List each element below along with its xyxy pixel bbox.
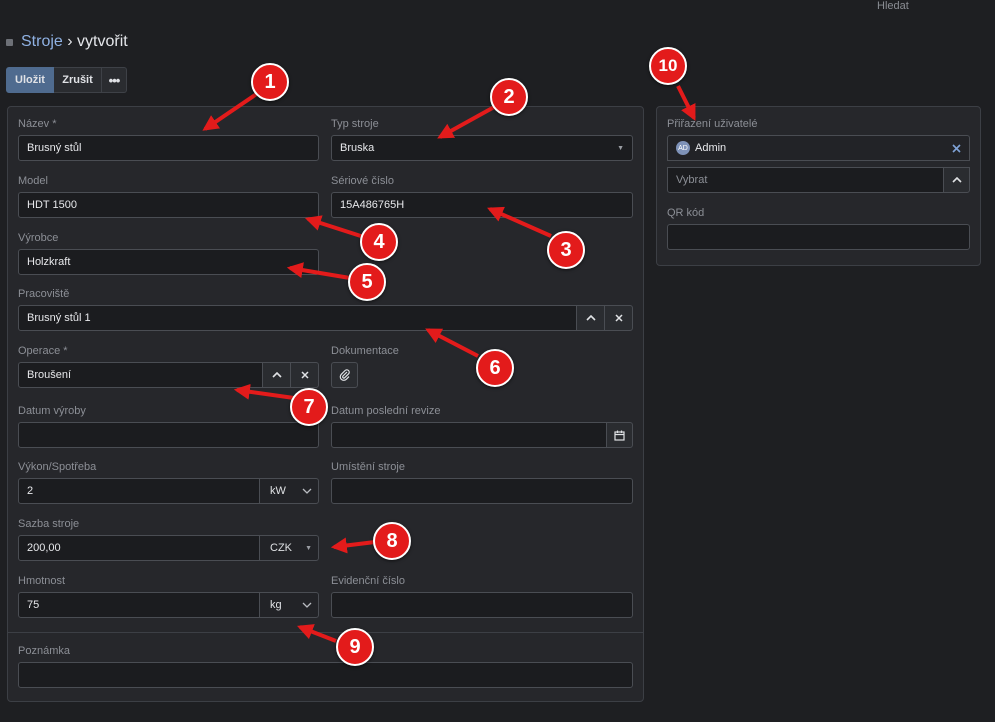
manufacture-date-input[interactable] [18, 422, 319, 448]
chevron-down-icon [302, 488, 312, 494]
weight-label: Hmotnost [18, 575, 66, 587]
clear-icon[interactable] [604, 305, 633, 331]
breadcrumb-parent-link[interactable]: Stroje [21, 33, 63, 50]
manufacture-date-label: Datum výroby [18, 405, 86, 417]
annotation-arrow-2 [437, 104, 497, 139]
qr-code-label: QR kód [667, 207, 705, 219]
annotation-marker-5: 5 [348, 263, 386, 301]
annotation-arrow-3 [487, 206, 552, 238]
documentation-label: Dokumentace [331, 345, 399, 357]
assigned-users-label: Přiřazení uživatelé [667, 118, 758, 130]
operation-label: Operace * [18, 345, 68, 357]
annotation-marker-8: 8 [373, 522, 411, 560]
power-label: Výkon/Spotřeba [18, 461, 97, 473]
serial-number-label: Sériové číslo [331, 175, 394, 187]
currency-select[interactable]: CZK ▼ [259, 535, 319, 561]
section-divider [7, 632, 643, 633]
annotation-marker-2: 2 [490, 78, 528, 116]
caret-down-icon: ▼ [617, 144, 624, 152]
paperclip-icon[interactable] [331, 362, 358, 388]
model-input[interactable]: HDT 1500 [18, 192, 319, 218]
name-input[interactable]: Brusný stůl [18, 135, 319, 161]
weight-unit-value: kg [270, 599, 282, 611]
annotation-arrow-9 [297, 624, 337, 643]
rate-label: Sazba stroje [18, 518, 80, 530]
user-chip-row: AD Admin [667, 135, 970, 161]
annotation-marker-3: 3 [547, 231, 585, 269]
registry-number-label: Evidenční číslo [331, 575, 405, 587]
last-revision-date-input[interactable] [331, 422, 608, 448]
power-unit-value: kW [270, 485, 286, 497]
location-label: Umístění stroje [331, 461, 405, 473]
annotation-arrow-5 [286, 262, 351, 280]
annotation-marker-10: 10 [649, 47, 687, 85]
annotation-arrow-4 [304, 215, 368, 240]
chevron-up-icon[interactable] [262, 362, 291, 388]
manufacturer-label: Výrobce [18, 232, 59, 244]
rate-input[interactable]: 200,00 [18, 535, 260, 561]
chevron-up-icon[interactable] [576, 305, 605, 331]
annotation-arrow-6 [425, 328, 479, 358]
annotation-arrow-1 [202, 91, 260, 131]
search-label[interactable]: Hledat [877, 0, 909, 12]
breadcrumb-icon [6, 39, 13, 46]
annotation-marker-1: 1 [251, 63, 289, 101]
more-options-button[interactable]: ••• [102, 67, 127, 93]
power-input[interactable]: 2 [18, 478, 260, 504]
avatar: AD [676, 141, 690, 155]
power-unit-select[interactable]: kW [259, 478, 319, 504]
cancel-button[interactable]: Zrušit [54, 67, 102, 93]
annotation-arrow-8 [330, 537, 376, 554]
annotation-arrow-7 [233, 383, 295, 400]
machine-type-select[interactable]: Bruska ▼ [331, 135, 633, 161]
machine-type-value: Bruska [340, 142, 375, 154]
calendar-icon[interactable] [606, 422, 633, 448]
breadcrumb-separator: › [67, 33, 73, 50]
toolbar: Uložit Zrušit ••• [6, 67, 127, 93]
machine-type-label: Typ stroje [331, 118, 379, 130]
annotation-arrow-10 [676, 85, 696, 121]
user-chip-name: Admin [695, 142, 727, 154]
manufacturer-input[interactable]: Holzkraft [18, 249, 319, 275]
user-select-input[interactable]: Vybrat [667, 167, 944, 193]
weight-unit-select[interactable]: kg [259, 592, 319, 618]
clear-icon[interactable] [290, 362, 319, 388]
annotation-marker-9: 9 [336, 628, 374, 666]
caret-down-icon: ▼ [305, 544, 312, 552]
qr-code-input[interactable] [667, 224, 970, 250]
note-label: Poznámka [18, 645, 70, 657]
workplace-label: Pracoviště [18, 288, 70, 300]
registry-number-input[interactable] [331, 592, 633, 618]
name-label: Název * [18, 118, 57, 130]
breadcrumb-current: vytvořit [77, 33, 128, 50]
annotation-marker-7: 7 [290, 388, 328, 426]
operation-input[interactable]: Broušení [18, 362, 263, 388]
chevron-down-icon [302, 602, 312, 608]
workplace-input[interactable]: Brusný stůl 1 [18, 305, 577, 331]
note-input[interactable] [18, 662, 633, 688]
last-revision-date-label: Datum poslední revize [331, 405, 441, 417]
annotation-marker-4: 4 [360, 223, 398, 261]
model-label: Model [18, 175, 48, 187]
remove-user-icon[interactable] [952, 143, 961, 153]
chevron-up-icon[interactable] [943, 167, 970, 193]
user-chip: AD Admin [676, 141, 726, 155]
serial-number-input[interactable]: 15A486765H [331, 192, 633, 218]
annotation-marker-6: 6 [476, 349, 514, 387]
currency-value: CZK [270, 542, 292, 554]
breadcrumb: Stroje › vytvořit [21, 33, 128, 51]
save-button[interactable]: Uložit [6, 67, 54, 93]
location-input[interactable] [331, 478, 633, 504]
